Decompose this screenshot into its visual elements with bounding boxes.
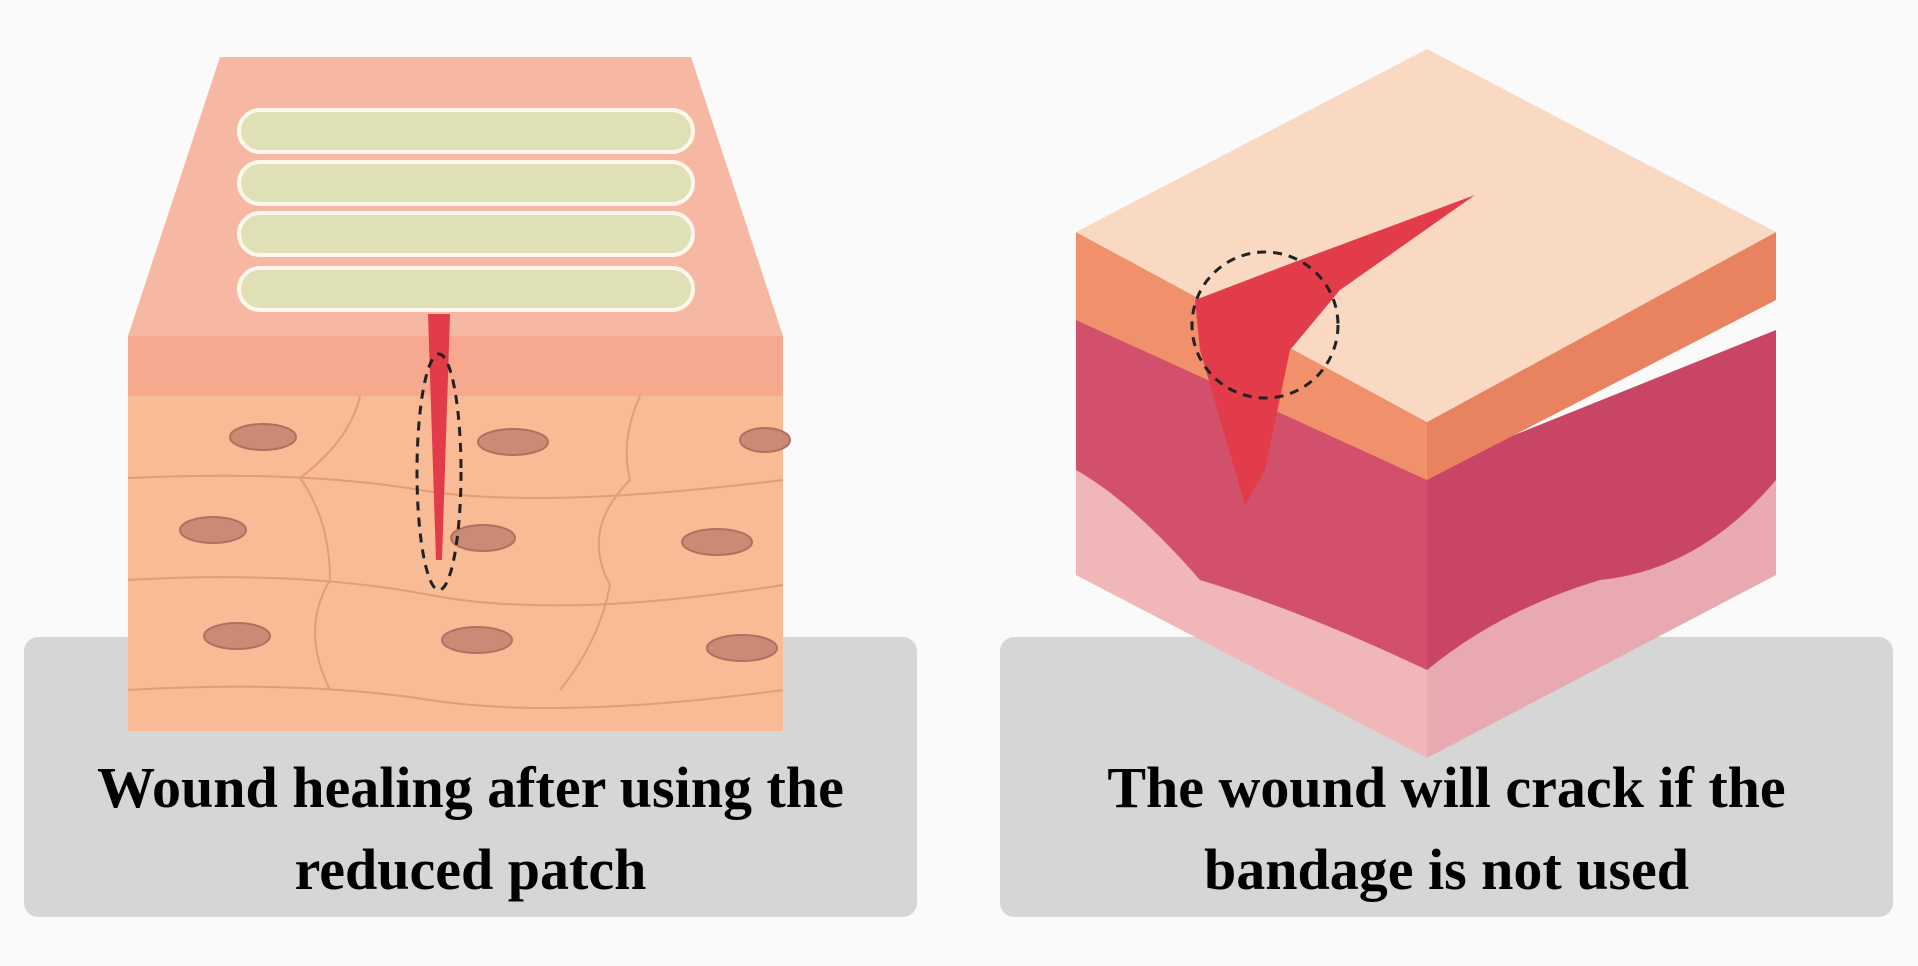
dashed-highlight-circle [415, 352, 463, 592]
healing-incision [428, 314, 450, 560]
skin-crack [1195, 195, 1475, 505]
patch-strips [237, 108, 695, 312]
healed-skin-block [127, 57, 791, 731]
epidermis-right [1427, 232, 1776, 480]
cracked-skin-cube [1076, 49, 1776, 758]
skin-top-surface-cube [1076, 49, 1776, 422]
skin-front-face [128, 396, 783, 731]
caption-left-line2: reduced patch [294, 837, 647, 902]
caption-right-line1: The wound will crack if the [1107, 755, 1786, 820]
caption-left-line1: Wound healing after using the [97, 755, 844, 820]
caption-right: The wound will crack if the bandage is n… [1000, 747, 1893, 911]
cell-nuclei [179, 423, 791, 662]
dermis-right [1427, 330, 1776, 670]
dashed-highlight-circle-right [1190, 250, 1340, 400]
cell-borders [127, 395, 784, 709]
caption-right-line2: bandage is not used [1203, 837, 1690, 902]
caption-left: Wound healing after using the reduced pa… [24, 747, 917, 911]
